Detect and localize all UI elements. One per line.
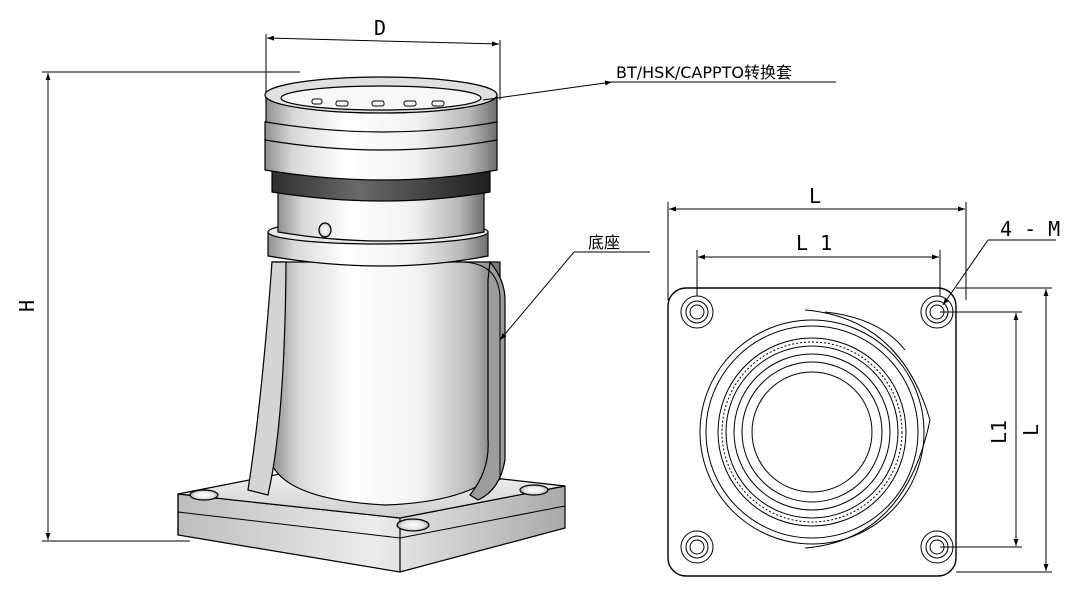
adapter-label: BT/HSK/CAPPTO转换套 [616, 63, 792, 82]
dim-H-label: H [15, 300, 39, 312]
dim-L1-top-label: L 1 [796, 231, 832, 255]
base-column [271, 261, 501, 506]
dim-L-top-label: L [809, 184, 821, 208]
dim-M-label: 4 - M [1000, 217, 1060, 241]
dim-L1-side-label: L1 [987, 420, 1011, 444]
isometric-view [177, 76, 566, 573]
dim-D-label: D [374, 16, 386, 40]
dimension-L1-top: L 1 [696, 231, 941, 296]
top-view [667, 287, 957, 577]
radial-hole [318, 222, 332, 238]
leader-4-M: 4 - M [942, 217, 1060, 306]
sleeve-rings [699, 309, 931, 549]
flange-hole [189, 489, 219, 501]
dim-L-side-label: L [1019, 424, 1043, 436]
adapter-teeth [311, 98, 445, 107]
dimension-H: H [15, 71, 300, 542]
dimension-L-side: L [956, 287, 1052, 573]
base-square [667, 287, 957, 577]
base-label: 底座 [588, 233, 620, 252]
leader-base: 底座 [499, 233, 650, 341]
dimension-L1-side: L1 [940, 311, 1022, 548]
flange-hole [519, 484, 549, 496]
dimension-D: D [265, 16, 501, 100]
flange-hole [396, 518, 430, 532]
leader-adapter: BT/HSK/CAPPTO转换套 [482, 63, 836, 101]
dimension-L-top: L [667, 184, 967, 300]
